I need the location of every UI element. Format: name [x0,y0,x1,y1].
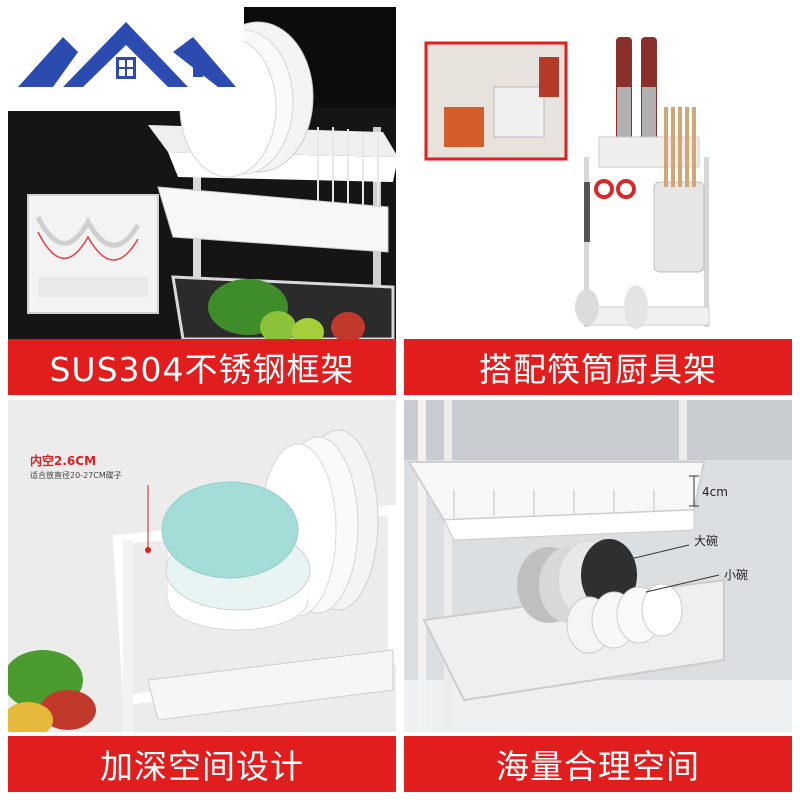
banner-deep-space: 加深空间设计 [8,736,396,792]
banner-utensil-holder: 搭配筷筒厨具架 [404,339,792,395]
brand-logo [8,7,244,111]
label-small-bowl: 小碗 [724,568,749,582]
label-large-bowl: 大碗 [694,534,719,548]
label-inner-space: 内空2.6CM [30,454,97,468]
banner-stainless-frame: SUS304不锈钢框架 [8,339,396,395]
banner-large-capacity: 海量合理空间 [404,736,792,792]
photo-deep-space: 内空2.6CM 适合放直径20-27CM碟子 [8,400,396,732]
photo-stainless-frame [8,7,396,339]
photo-large-capacity: 4cm 大碗 小碗 [404,400,792,732]
photo-utensil-holder [404,7,792,339]
label-plate-fit: 适合放直径20-27CM碟子 [30,471,122,480]
label-height-4cm: 4cm [702,485,728,499]
